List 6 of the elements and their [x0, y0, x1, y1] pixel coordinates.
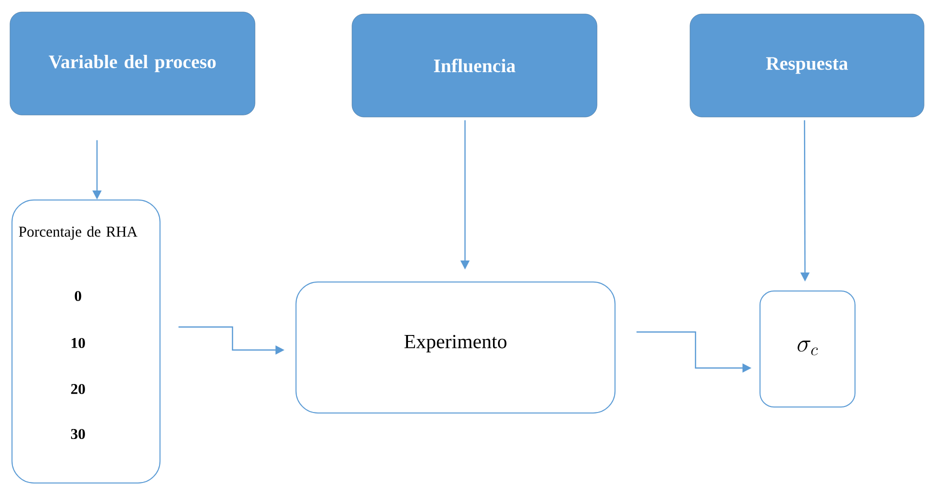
process-box: Experimento [296, 282, 616, 414]
process-box: Respuesta [690, 14, 924, 118]
process-box: Variable del proceso [10, 12, 256, 116]
process-box: Influencia [352, 14, 598, 118]
result-box: $\sigma_c$ [760, 290, 856, 408]
list-box: Porcentaje de RHA 0 10 20 30 [12, 200, 160, 484]
